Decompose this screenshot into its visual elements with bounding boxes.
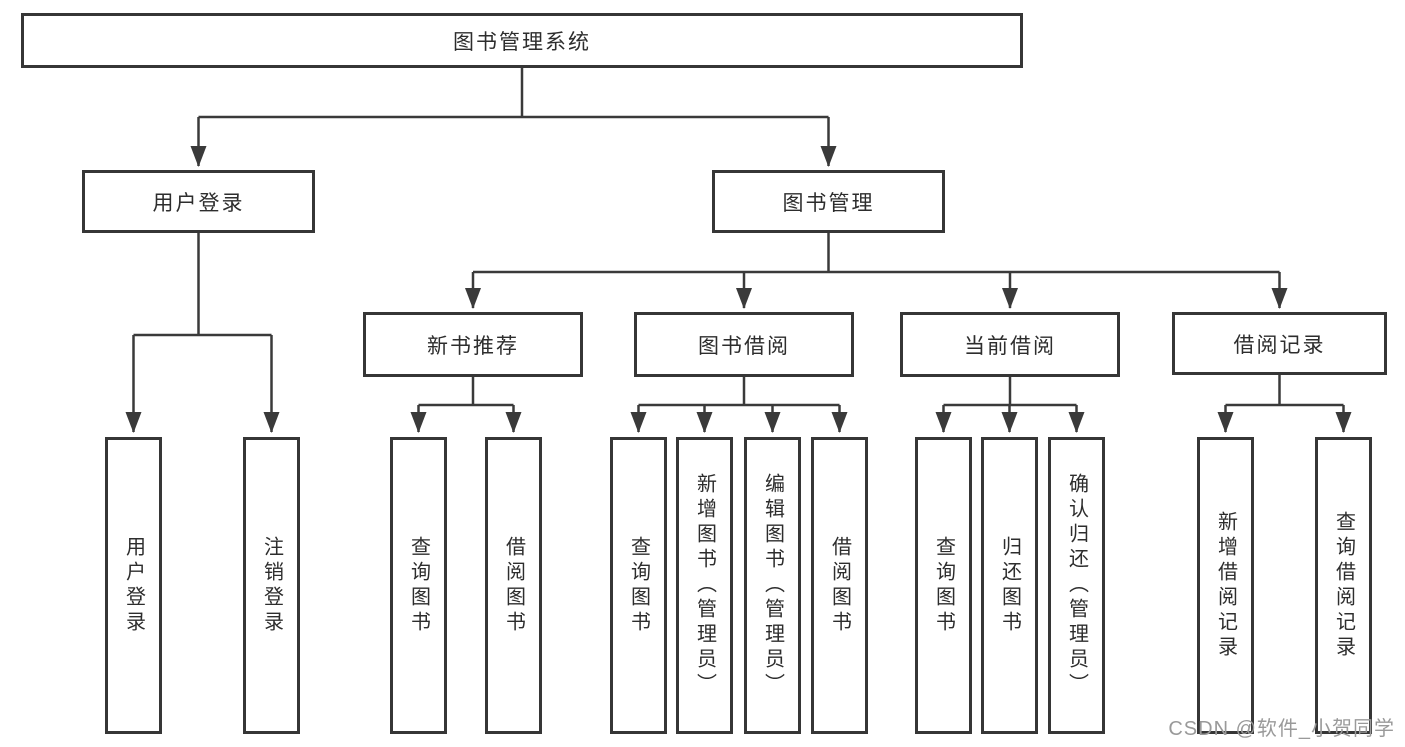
node-current-borrowing: 当前借阅 [900,312,1120,377]
leaf-label: 借阅图书 [828,535,851,636]
leaf-label: 注销登录 [260,535,283,636]
leaf-add-borrow-record: 新增借阅记录 [1197,437,1254,734]
leaf-label: 查询图书 [627,535,650,636]
node-label: 图书借阅 [698,334,790,358]
leaf-label: 查询图书 [407,535,430,636]
leaf-borrow-books: 借阅图书 [811,437,868,734]
csdn-watermark: CSDN @软件_小贺同学 [1168,718,1395,740]
leaf-confirm-return-admin: 确认归还（管理员） [1048,437,1105,734]
leaf-label: 查询借阅记录 [1332,510,1355,661]
leaf-query-borrow-record: 查询借阅记录 [1315,437,1372,734]
leaf-label: 确认归还（管理员） [1065,473,1088,698]
node-library-management-system: 图书管理系统 [21,13,1023,68]
leaf-label: 新增借阅记录 [1214,510,1237,661]
leaf-label: 用户登录 [122,535,145,636]
connector-lines [125,68,1352,433]
node-label: 图书管理 [782,191,875,215]
leaf-edit-books-admin: 编辑图书（管理员） [744,437,801,734]
node-label: 借阅记录 [1233,333,1326,357]
leaf-label: 新增图书（管理员） [693,473,716,698]
node-book-borrowing: 图书借阅 [634,312,854,377]
leaf-label: 归还图书 [998,535,1021,636]
leaf-logout: 注销登录 [243,437,300,734]
node-label: 图书管理系统 [453,30,591,54]
leaf-add-books-admin: 新增图书（管理员） [676,437,733,734]
leaf-query-books: 查询图书 [610,437,667,734]
node-label: 用户登录 [152,191,245,215]
leaf-return-books: 归还图书 [981,437,1038,734]
node-borrow-records: 借阅记录 [1172,312,1387,375]
leaf-borrow-books: 借阅图书 [485,437,542,734]
node-new-book-recommend: 新书推荐 [363,312,583,377]
leaf-query-books: 查询图书 [390,437,447,734]
leaf-label: 编辑图书（管理员） [761,473,784,698]
node-label: 当前借阅 [964,334,1056,358]
node-user-login: 用户登录 [82,170,315,233]
node-book-management: 图书管理 [712,170,945,233]
node-label: 新书推荐 [427,334,519,358]
leaf-user-login: 用户登录 [105,437,162,734]
leaf-label: 查询图书 [932,535,955,636]
leaf-label: 借阅图书 [502,535,525,636]
leaf-query-books: 查询图书 [915,437,972,734]
